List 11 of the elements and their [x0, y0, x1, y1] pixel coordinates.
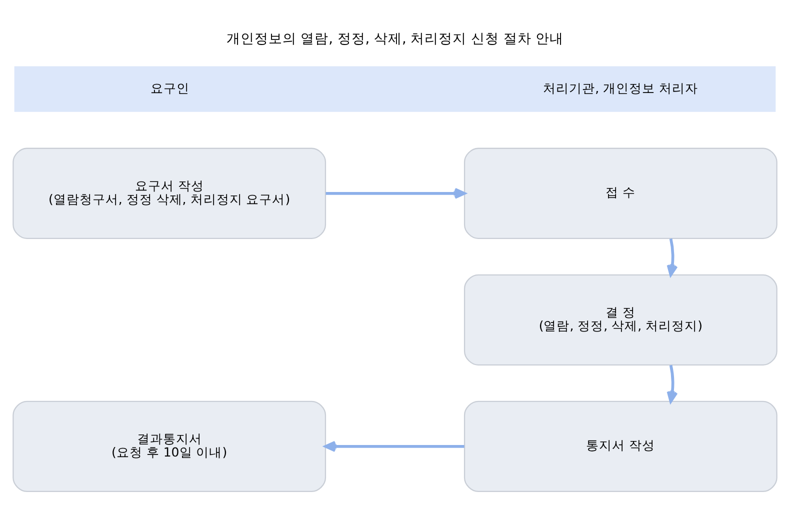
node-box: 접 수	[464, 148, 778, 239]
arrow	[666, 364, 678, 403]
arrow	[324, 440, 464, 452]
diagram-title: 개인정보의 열람, 정정, 삭제, 처리정지 신청 절차 안내	[226, 31, 564, 48]
node-box: 결과통지서 (요청 후 10일 이내)	[12, 400, 326, 492]
arrow	[326, 188, 466, 199]
node-box: 결 정 (열람, 정정, 삭제, 처리정지)	[464, 274, 778, 366]
arrow	[666, 238, 678, 276]
node-box: 요구인 처리기관, 개인정보 처리자	[14, 66, 776, 112]
node-box: 통지서 작성	[464, 400, 778, 492]
node-box: 요구서 작성 (열람청구서, 정정 삭제, 처리정지 요구서)	[12, 148, 326, 239]
